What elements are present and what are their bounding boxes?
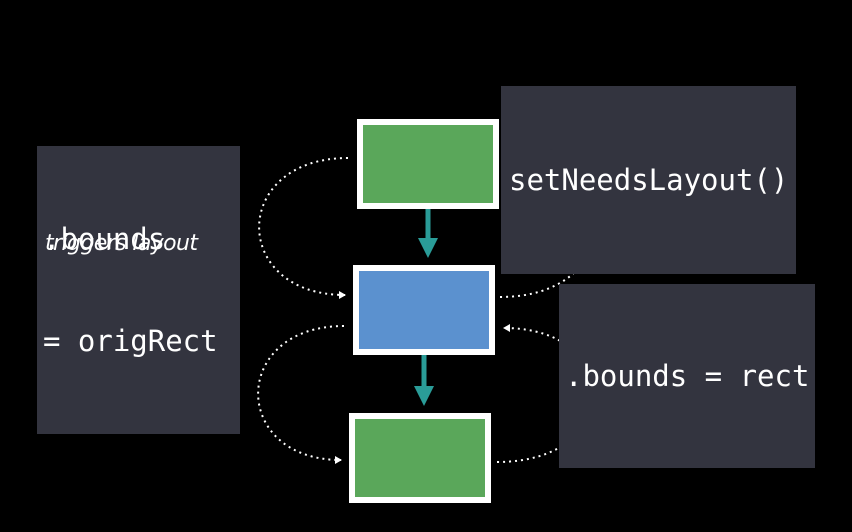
arrow-top-to-middle — [418, 209, 438, 258]
bottom-view-box — [349, 413, 491, 503]
left-loop-connector-lower — [257, 325, 345, 464]
bounds-rect-label: .bounds = rect — [559, 284, 816, 468]
set-needs-layout-text: setNeedsLayout() — [509, 163, 789, 197]
top-view-box — [357, 119, 499, 209]
bounds-orig-rect-label: .bounds = origRect — [37, 146, 240, 434]
bounds-rect-text: .bounds = rect — [565, 359, 810, 393]
bounds-orig-rect-line2: = origRect — [43, 324, 218, 358]
triggers-layout-note: triggers layout — [45, 231, 198, 256]
bounds-orig-rect-line1: .bounds — [43, 222, 166, 256]
arrow-middle-to-bottom — [414, 355, 434, 406]
left-loop-connector-upper — [258, 157, 349, 299]
set-needs-layout-label: setNeedsLayout() — [501, 86, 797, 274]
middle-view-box — [353, 265, 495, 355]
